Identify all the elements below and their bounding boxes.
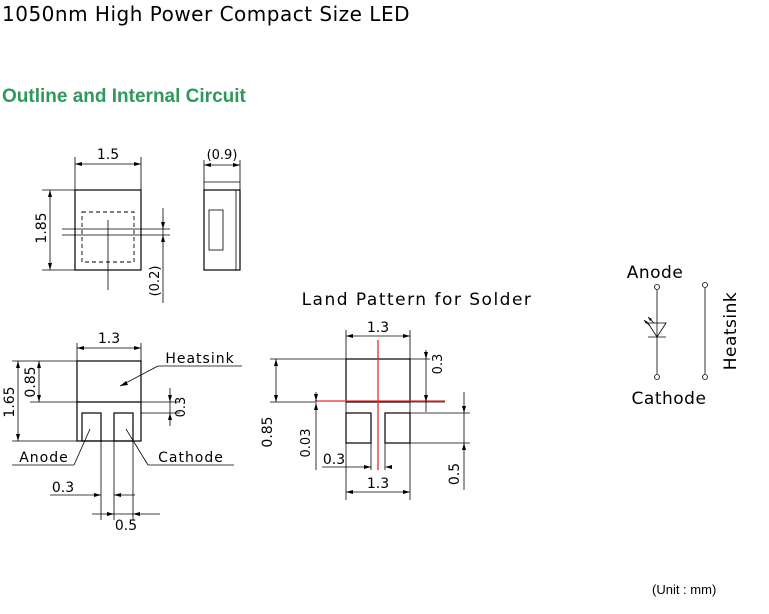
land-pattern-title: Land Pattern for Solder (302, 290, 533, 310)
bottom-width-label: 1.3 (98, 331, 120, 347)
land-small-label: 0.03 (299, 429, 314, 458)
anode-callout-label: Anode (19, 450, 69, 466)
bottom-gap-label: 0.3 (174, 397, 189, 418)
land-left-label: 0.85 (260, 416, 276, 447)
internal-circuit: Anode Cathode Heatsink (627, 263, 741, 409)
diode-symbol (647, 322, 667, 338)
bottom-height-total-label: 1.65 (2, 386, 18, 417)
bottom-view: 1.3 1.65 0.85 0.3 Heatsink Anode Cathode (2, 331, 242, 534)
land-right-top-label: 0.3 (431, 354, 446, 375)
circuit-heatsink-label: Heatsink (721, 292, 741, 371)
bottom-view-body (76, 360, 142, 442)
pad-width-label: 0.3 (52, 480, 74, 496)
land-anode-pad (345, 412, 372, 444)
side-view-body (203, 189, 241, 271)
unit-note: (Unit : mm) (652, 582, 717, 597)
top-width-label: 1.5 (97, 147, 119, 163)
top-view: 1.5 1.85 (0.2) (34, 147, 170, 303)
top-height-label: 1.85 (34, 212, 50, 243)
pad-pitch-label: 0.5 (115, 518, 137, 534)
top-offset-label: (0.2) (148, 266, 163, 297)
land-cathode-pad (384, 412, 411, 444)
circuit-cathode-label: Cathode (632, 389, 707, 409)
side-depth-label: (0.9) (207, 148, 238, 163)
land-pattern: Land Pattern for Solder 1.3 0.3 0.85 (260, 290, 533, 500)
land-pad-label: 0.3 (323, 452, 345, 468)
page-title: 1050nm High Power Compact Size LED (2, 2, 410, 26)
circuit-anode-label: Anode (627, 263, 684, 283)
section-title: Outline and Internal Circuit (2, 86, 246, 107)
cathode-callout-label: Cathode (158, 450, 224, 466)
bottom-height-heatsink-label: 0.85 (23, 366, 39, 397)
land-width-top-label: 1.3 (367, 320, 389, 336)
land-width-bottom-label: 1.3 (367, 476, 389, 492)
anode-pad (81, 412, 102, 442)
side-view: (0.9) (203, 148, 241, 271)
heatsink-callout-label: Heatsink (165, 351, 234, 367)
cathode-pad (113, 412, 134, 442)
land-right-bottom-label: 0.5 (447, 463, 463, 485)
